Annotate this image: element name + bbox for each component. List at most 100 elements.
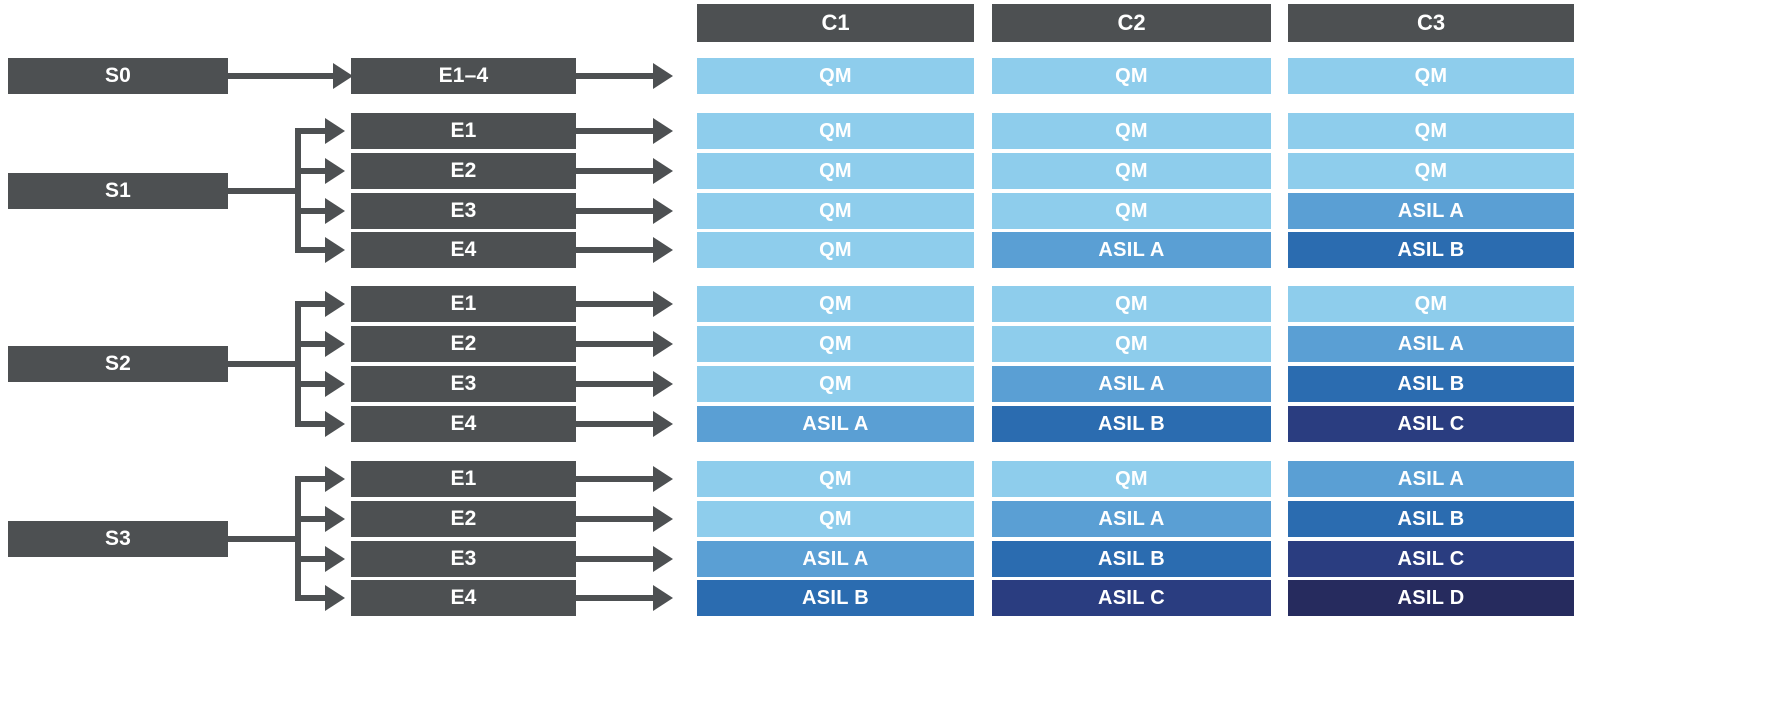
arrow-head bbox=[325, 371, 345, 397]
arrow-head bbox=[653, 158, 673, 184]
arrow-head bbox=[333, 63, 353, 89]
arrow-head bbox=[653, 118, 673, 144]
asil-cell: QM bbox=[992, 193, 1271, 229]
asil-cell: ASIL A bbox=[992, 232, 1271, 268]
arrow-head bbox=[325, 198, 345, 224]
arrow-head bbox=[653, 331, 673, 357]
arrow-head bbox=[325, 506, 345, 532]
asil-cell: QM bbox=[1288, 153, 1574, 189]
asil-cell: QM bbox=[1288, 286, 1574, 322]
connector-shaft bbox=[576, 595, 653, 601]
asil-cell: ASIL B bbox=[1288, 232, 1574, 268]
arrow-head bbox=[325, 585, 345, 611]
asil-cell: ASIL C bbox=[1288, 406, 1574, 442]
exposure-box-e1: E1 bbox=[351, 113, 576, 149]
connector-branch-shaft bbox=[295, 128, 325, 134]
arrow-head bbox=[653, 411, 673, 437]
asil-cell: QM bbox=[992, 286, 1271, 322]
exposure-box-e1: E1 bbox=[351, 461, 576, 497]
exposure-box-e1-4: E1–4 bbox=[351, 58, 576, 94]
column-header-c1: C1 bbox=[697, 4, 974, 42]
asil-cell: ASIL A bbox=[992, 366, 1271, 402]
connector-shaft bbox=[576, 341, 653, 347]
connector-branch-shaft bbox=[295, 168, 325, 174]
asil-cell: QM bbox=[697, 58, 974, 94]
connector-stub bbox=[228, 361, 301, 367]
arrow-head bbox=[653, 237, 673, 263]
severity-box-s0: S0 bbox=[8, 58, 228, 94]
asil-cell: QM bbox=[992, 58, 1271, 94]
connector-branch-shaft bbox=[295, 476, 325, 482]
asil-cell: QM bbox=[992, 153, 1271, 189]
connector-shaft bbox=[576, 381, 653, 387]
arrow-head bbox=[325, 291, 345, 317]
connector-shaft bbox=[228, 73, 333, 79]
exposure-box-e2: E2 bbox=[351, 501, 576, 537]
severity-box-s1: S1 bbox=[8, 173, 228, 209]
connector-branch-shaft bbox=[295, 516, 325, 522]
exposure-box-e4: E4 bbox=[351, 580, 576, 616]
arrow-head bbox=[325, 546, 345, 572]
asil-cell: ASIL A bbox=[1288, 326, 1574, 362]
connector-shaft bbox=[576, 301, 653, 307]
connector-branch-shaft bbox=[295, 595, 325, 601]
connector-branch-shaft bbox=[295, 556, 325, 562]
asil-cell: ASIL A bbox=[697, 541, 974, 577]
connector-shaft bbox=[576, 73, 653, 79]
connector-trunk bbox=[295, 131, 301, 250]
asil-cell: QM bbox=[697, 113, 974, 149]
asil-cell: ASIL C bbox=[992, 580, 1271, 616]
connector-shaft bbox=[576, 476, 653, 482]
asil-cell: QM bbox=[992, 461, 1271, 497]
connector-shaft bbox=[576, 128, 653, 134]
arrow-head bbox=[653, 63, 673, 89]
asil-cell: QM bbox=[697, 232, 974, 268]
arrow-head bbox=[653, 546, 673, 572]
arrow-head bbox=[325, 331, 345, 357]
asil-cell: ASIL B bbox=[1288, 501, 1574, 537]
asil-cell: QM bbox=[697, 286, 974, 322]
exposure-box-e1: E1 bbox=[351, 286, 576, 322]
connector-shaft bbox=[576, 421, 653, 427]
asil-cell: QM bbox=[992, 326, 1271, 362]
asil-cell: QM bbox=[697, 193, 974, 229]
asil-cell: ASIL C bbox=[1288, 541, 1574, 577]
asil-cell: QM bbox=[992, 113, 1271, 149]
connector-branch-shaft bbox=[295, 208, 325, 214]
connector-branch-shaft bbox=[295, 421, 325, 427]
asil-cell: QM bbox=[697, 366, 974, 402]
asil-cell: QM bbox=[697, 461, 974, 497]
connector-branch-shaft bbox=[295, 301, 325, 307]
connector-branch-shaft bbox=[295, 341, 325, 347]
connector-shaft bbox=[576, 516, 653, 522]
connector-shaft bbox=[576, 556, 653, 562]
connector-trunk bbox=[295, 304, 301, 424]
arrow-head bbox=[325, 158, 345, 184]
exposure-box-e3: E3 bbox=[351, 193, 576, 229]
connector-stub bbox=[228, 188, 301, 194]
exposure-box-e2: E2 bbox=[351, 153, 576, 189]
exposure-box-e4: E4 bbox=[351, 406, 576, 442]
severity-box-s2: S2 bbox=[8, 346, 228, 382]
exposure-box-e2: E2 bbox=[351, 326, 576, 362]
asil-cell: QM bbox=[697, 326, 974, 362]
asil-cell: QM bbox=[1288, 58, 1574, 94]
asil-cell: ASIL B bbox=[992, 406, 1271, 442]
exposure-box-e4: E4 bbox=[351, 232, 576, 268]
severity-box-s3: S3 bbox=[8, 521, 228, 557]
arrow-head bbox=[653, 506, 673, 532]
asil-cell: ASIL D bbox=[1288, 580, 1574, 616]
column-header-c2: C2 bbox=[992, 4, 1271, 42]
exposure-box-e3: E3 bbox=[351, 366, 576, 402]
asil-cell: ASIL B bbox=[697, 580, 974, 616]
asil-cell: ASIL A bbox=[992, 501, 1271, 537]
asil-cell: QM bbox=[1288, 113, 1574, 149]
asil-cell: ASIL A bbox=[1288, 461, 1574, 497]
column-header-c3: C3 bbox=[1288, 4, 1574, 42]
asil-cell: ASIL B bbox=[1288, 366, 1574, 402]
arrow-head bbox=[325, 237, 345, 263]
arrow-head bbox=[325, 411, 345, 437]
arrow-head bbox=[653, 466, 673, 492]
arrow-head bbox=[653, 371, 673, 397]
